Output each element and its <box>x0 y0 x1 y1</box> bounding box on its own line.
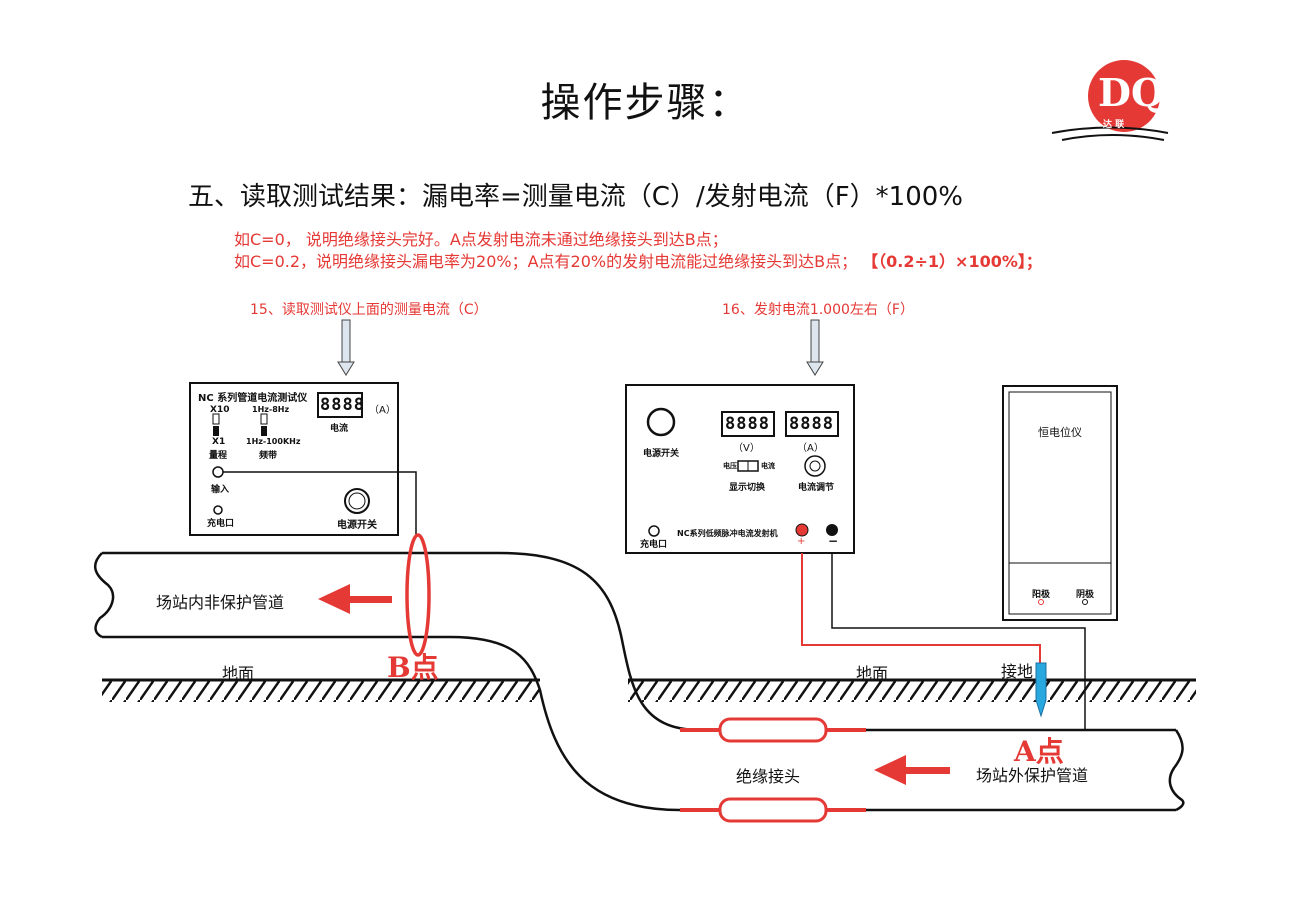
note-line-2: 如C=0.2，说明绝缘接头漏电率为20%；A点有20%的发射电流能过绝缘接头到达… <box>234 248 1042 272</box>
potentiostat-title: 恒电位仪 <box>1038 426 1082 439</box>
tester-charge-label: 充电口 <box>207 519 235 529</box>
pipeline <box>93 551 1185 812</box>
range-top-label: X10 <box>210 405 230 415</box>
transmitter-a-display: 8888 <box>789 414 834 434</box>
ground-right-label: 地面 <box>856 664 889 683</box>
insulating-joint <box>680 717 866 823</box>
grounding-label: 接地 <box>1001 662 1034 681</box>
band-top-label: 1Hz-8Hz <box>252 405 290 414</box>
plus-terminal-label: + <box>797 536 806 547</box>
logo-circle <box>1088 60 1160 132</box>
page-title: 操作步骤： <box>540 80 751 126</box>
company-logo <box>1051 60 1169 141</box>
switch-left-label: 电压 <box>723 462 737 470</box>
transmitter-a-unit: （A） <box>797 443 824 454</box>
transmitter-power-label: 电源开关 <box>643 449 680 459</box>
potentiostat <box>1002 385 1118 621</box>
callout-arrow-15 <box>337 319 355 376</box>
callout-arrow-16 <box>806 319 824 376</box>
anode-label: 阳极 <box>1032 590 1051 600</box>
flow-arrow-left <box>318 584 392 614</box>
note-line-2-formula: 【（0.2÷1）×100%】； <box>862 252 1042 271</box>
pipe-right-label: 场站外保护管道 <box>976 766 1089 785</box>
ground-probe <box>1035 662 1047 718</box>
current-transmitter <box>625 384 855 554</box>
step-heading: 五、读取测试结果：漏电率=测量电流（C）/发射电流（F）*100% <box>188 182 963 212</box>
clamp-coil <box>405 533 431 657</box>
point-a-label: A点 <box>1014 735 1064 768</box>
transmitter-v-display: 8888 <box>725 414 770 434</box>
range-bottom-label: X1 <box>212 437 226 447</box>
transmitter-name: NC系列低频脉冲电流发射机 <box>677 529 778 538</box>
flow-arrow-right <box>874 755 950 785</box>
callout-16: 16、发射电流1.000左右（F） <box>722 302 914 318</box>
minus-terminal-label: − <box>828 534 839 548</box>
range-label: 量程 <box>209 451 228 461</box>
switch-label: 显示切换 <box>729 483 766 493</box>
switch-right-label: 电流 <box>761 462 775 470</box>
tester-lead <box>223 471 417 535</box>
joint-label: 绝缘接头 <box>736 767 801 786</box>
tester-display-label: 电流 <box>330 424 349 434</box>
transmitter-charge-label: 充电口 <box>640 540 668 550</box>
current-tester <box>189 382 399 536</box>
point-b-label: B点 <box>387 651 439 684</box>
logo-letters: DQ <box>1098 70 1165 115</box>
ground-left-label: 地面 <box>222 664 255 683</box>
note-line-1: 如C=0， 说明绝缘接头完好。A点发射电流未通过绝缘接头到达B点； <box>234 230 728 249</box>
tester-display: 8888 <box>320 395 365 415</box>
tester-power-label: 电源开关 <box>337 520 377 531</box>
transmitter-leads <box>801 553 1086 730</box>
ground-right <box>628 678 1196 702</box>
cathode-label: 阴极 <box>1076 590 1095 600</box>
tester-input-label: 输入 <box>211 485 230 495</box>
knob-label: 电流调节 <box>798 483 835 493</box>
band-bottom-label: 1Hz-100KHz <box>246 437 301 446</box>
pipe-left-label: 场站内非保护管道 <box>156 593 285 612</box>
tester-title: NC 系列管道电流测试仪 <box>198 393 308 404</box>
note-line-2-main: 如C=0.2，说明绝缘接头漏电率为20%；A点有20%的发射电流能过绝缘接头到达… <box>234 252 858 271</box>
band-label: 频带 <box>259 451 278 461</box>
logo-chars: 达 联 <box>1103 120 1125 130</box>
tester-display-unit: （A） <box>369 405 396 416</box>
ground-left <box>102 678 540 702</box>
callout-15: 15、读取测试仪上面的测量电流（C） <box>250 302 488 318</box>
transmitter-v-unit: （V） <box>733 443 760 454</box>
